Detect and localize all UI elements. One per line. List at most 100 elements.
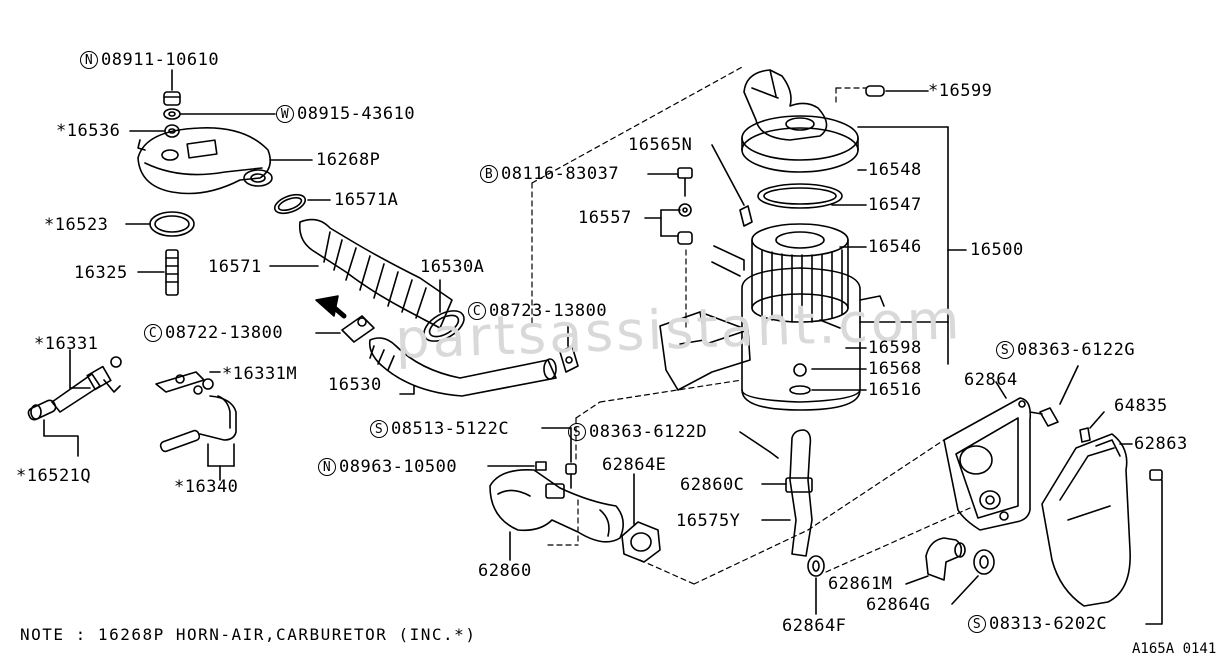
label-62864E[interactable]: 62864E: [602, 455, 667, 475]
nut-08911: [164, 70, 180, 105]
label-16331[interactable]: *16331: [34, 334, 99, 354]
label-16571[interactable]: 16571: [208, 257, 262, 277]
label-16331M[interactable]: *16331M: [222, 364, 298, 384]
clamp-16571A: [272, 191, 330, 217]
bolt-08363-G: [1030, 366, 1078, 426]
duct-62860: [490, 470, 623, 560]
valve-16331M: [156, 372, 220, 394]
washer-08915: [164, 109, 275, 119]
gasket-16523: [126, 212, 194, 236]
pipe-16575Y: [740, 430, 812, 556]
cover-62863: [1042, 434, 1162, 624]
prefix-circle-c: C: [144, 324, 162, 342]
label-16536[interactable]: *16536: [56, 121, 121, 141]
part-number: 08313-6202C: [989, 614, 1108, 634]
bracket-16565N: [712, 145, 752, 226]
prefix-circle-n: N: [80, 51, 98, 69]
label-16546[interactable]: 16546: [868, 237, 922, 257]
label-16547[interactable]: 16547: [868, 195, 922, 215]
label-16598[interactable]: 16598: [868, 338, 922, 358]
label-16565N[interactable]: 16565N: [628, 135, 693, 155]
arrow-front: [316, 296, 344, 316]
hose-16521Q: [27, 399, 78, 456]
label-16340[interactable]: *16340: [174, 477, 239, 497]
prefix-circle-n: N: [318, 458, 336, 476]
label-62864[interactable]: 62864: [964, 370, 1018, 390]
bracket-lines-16500: [812, 127, 966, 390]
horn-air-16268P: [138, 128, 312, 194]
label-62863[interactable]: 62863: [1134, 434, 1188, 454]
clip-64835: [1080, 412, 1104, 442]
hose-16530: [370, 338, 556, 396]
part-number: 08116-83037: [501, 164, 620, 184]
cover-16548: [742, 116, 858, 172]
diagram-note: NOTE : 16268P HORN-AIR,CARBURETOR (INC.*…: [20, 625, 477, 644]
label-62864G[interactable]: 62864G: [866, 595, 931, 615]
label-16568[interactable]: 16568: [868, 359, 922, 379]
label-16575Y[interactable]: 16575Y: [676, 511, 741, 531]
prefix-circle-s: S: [568, 423, 586, 441]
label-16530[interactable]: 16530: [328, 375, 382, 395]
grommet-62864G: [952, 550, 994, 604]
inlet-duct: [660, 312, 750, 390]
stud-16325: [138, 250, 178, 295]
diagram-reference: A165A 0141: [1132, 641, 1217, 657]
clip-08723: [560, 325, 578, 372]
part-number: 08911-10610: [101, 50, 220, 70]
label-16325[interactable]: 16325: [74, 263, 128, 283]
label-62860[interactable]: 62860: [478, 561, 532, 581]
part-number: 08915-43610: [297, 104, 416, 124]
prefix-circle-s: S: [968, 615, 986, 633]
label-16516[interactable]: 16516: [868, 380, 922, 400]
label-16500[interactable]: 16500: [970, 240, 1024, 260]
grommet-62864E: [622, 474, 660, 562]
label-16548[interactable]: 16548: [868, 160, 922, 180]
dashed-lines: [532, 66, 970, 584]
hose-16340: [159, 396, 236, 480]
bracket-62864: [944, 382, 1030, 530]
label-16530A[interactable]: 16530A: [420, 257, 485, 277]
label-62860C[interactable]: 62860C: [680, 475, 745, 495]
valve-16331: [52, 350, 121, 412]
elbow-62861M: [906, 538, 965, 584]
element-16546: [752, 224, 848, 322]
prefix-circle-s: S: [996, 341, 1014, 359]
label-16523[interactable]: *16523: [44, 215, 109, 235]
part-number: 08722-13800: [165, 323, 284, 343]
prefix-circle-w: W: [276, 105, 294, 123]
grommet-62864F: [808, 556, 824, 614]
label-16599[interactable]: *16599: [928, 81, 993, 101]
prefix-circle-s: S: [370, 420, 388, 438]
duct-16571: [270, 220, 452, 328]
nut-08963: [488, 462, 546, 470]
part-number: 08963-10500: [339, 457, 458, 477]
label-16571A[interactable]: 16571A: [334, 190, 399, 210]
prefix-circle-c: C: [468, 302, 486, 320]
ring-16547: [758, 184, 842, 208]
label-64835[interactable]: 64835: [1114, 396, 1168, 416]
label-16557[interactable]: 16557: [578, 208, 632, 228]
part-number: 08363-6122G: [1017, 340, 1136, 360]
label-16268P[interactable]: 16268P: [316, 150, 381, 170]
label-62861M[interactable]: 62861M: [828, 574, 893, 594]
clamp-16530A: [419, 280, 469, 347]
prefix-circle-b: B: [480, 165, 498, 183]
part-number: 08363-6122D: [589, 422, 708, 442]
label-16521Q[interactable]: *16521Q: [16, 466, 92, 486]
clamp-08722: [316, 316, 374, 342]
grommet-16536: [130, 125, 179, 137]
label-62864F[interactable]: 62864F: [782, 616, 847, 636]
part-number: 08723-13800: [489, 301, 608, 321]
